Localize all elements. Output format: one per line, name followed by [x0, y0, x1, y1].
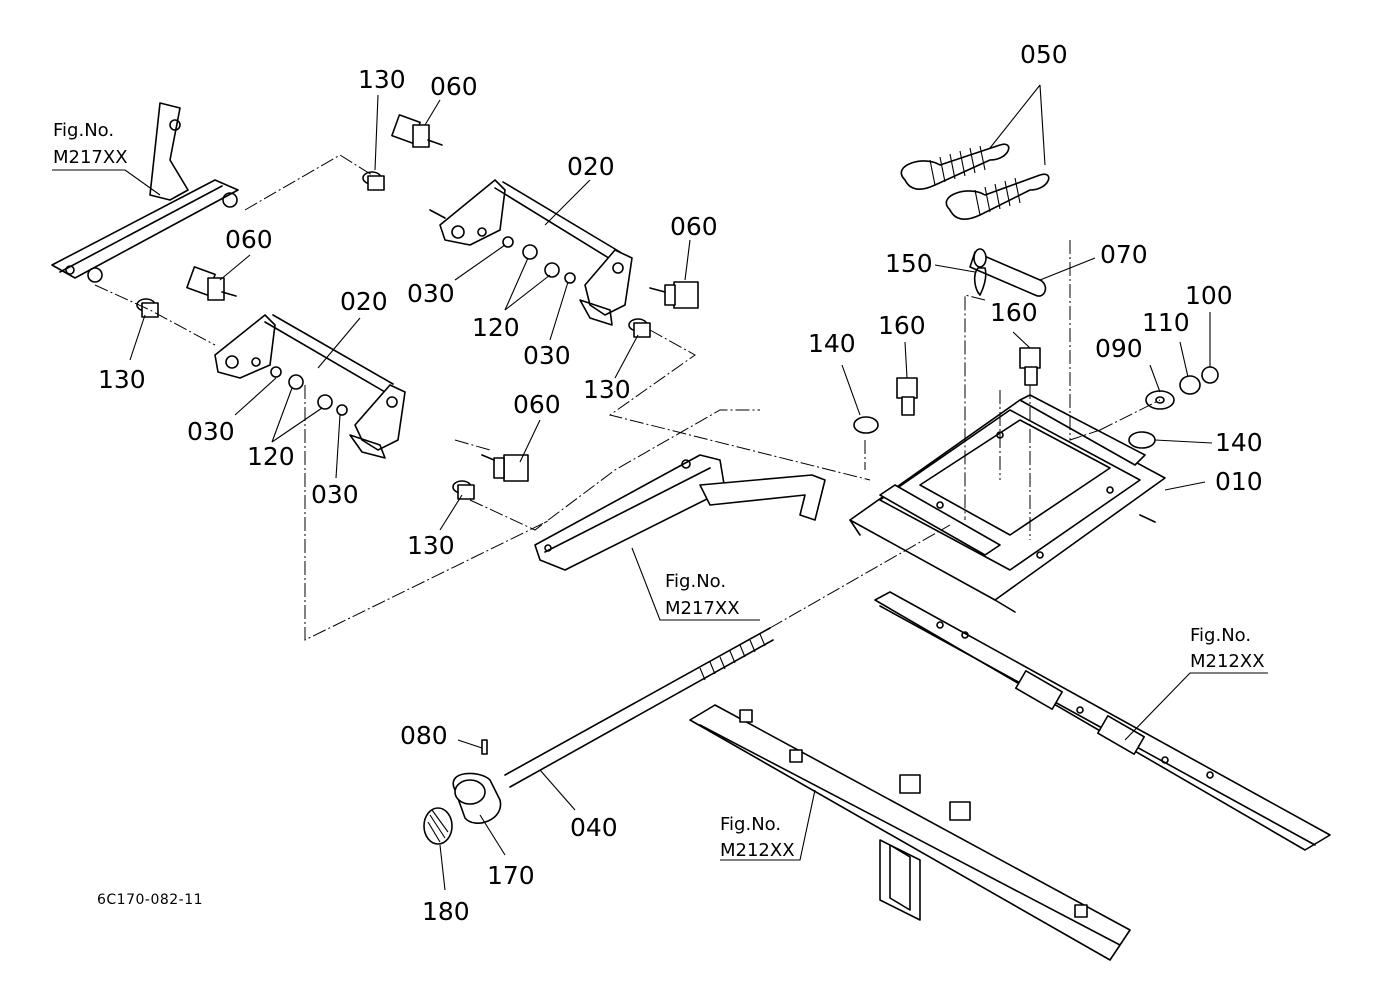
label-010: 010: [1215, 467, 1263, 496]
bushing-130-group: [136, 171, 651, 500]
label-080: 080: [400, 721, 448, 750]
label-030-b: 030: [523, 341, 571, 370]
centerlines: [94, 154, 1161, 641]
drawing-code: 6C170-082-11: [97, 892, 203, 908]
label-130-left: 130: [98, 365, 146, 394]
fig-ref-middle-line1: Fig.No.: [665, 571, 726, 592]
label-090: 090: [1095, 334, 1143, 363]
label-070: 070: [1100, 240, 1148, 269]
fig-ref-top-left-line2: M217XX: [53, 147, 128, 168]
pin-070: [969, 248, 1047, 297]
label-060-top: 060: [430, 72, 478, 101]
label-130-right: 130: [583, 375, 631, 404]
fig-ref-middle-line2: M217XX: [665, 598, 740, 619]
label-140-a: 140: [808, 329, 856, 358]
label-020-lower: 020: [340, 287, 388, 316]
fig-m212xx-rail-bottom: [689, 704, 1131, 961]
washers-090-110-100: [1145, 366, 1219, 410]
label-030-a: 030: [407, 279, 455, 308]
bolt-060-right: [649, 281, 699, 309]
label-030-d: 030: [311, 480, 359, 509]
fig-m217xx-bracket-middle: [534, 454, 826, 571]
label-110: 110: [1142, 308, 1190, 337]
bolt-060-left: [186, 266, 237, 301]
label-060-lower: 060: [513, 390, 561, 419]
rod-040: [504, 627, 774, 788]
label-030-c: 030: [187, 417, 235, 446]
label-120-b: 120: [247, 442, 295, 471]
label-180: 180: [422, 897, 470, 926]
fig-ref-bottom-line1: Fig.No.: [720, 814, 781, 835]
fig-ref-bottom-line2: M212XX: [720, 840, 795, 861]
springs-050: [900, 143, 1050, 220]
caps-140: [853, 416, 1156, 449]
figure-references: Fig.No. M217XX Fig.No. M217XX Fig.No. M2…: [53, 120, 1265, 861]
label-170: 170: [487, 861, 535, 890]
label-060-right: 060: [670, 212, 718, 241]
base-frame-010: [849, 394, 1166, 613]
fig-ref-right-line2: M212XX: [1190, 651, 1265, 672]
label-140-b: 140: [1215, 428, 1263, 457]
bolt-060-upper: [391, 114, 443, 148]
knob-170: [452, 772, 502, 824]
leader-lines: [52, 84, 1268, 891]
fig-m217xx-bracket-top: [51, 102, 239, 283]
label-150: 150: [885, 249, 933, 278]
lever-assembly-lower: [214, 314, 406, 459]
label-130-top: 130: [358, 65, 406, 94]
bolt-160-group: [896, 347, 1041, 416]
label-160-a: 160: [878, 311, 926, 340]
fig-ref-top-left-line1: Fig.No.: [53, 120, 114, 141]
part-number-labels: 130 060 020 060 060 030 020 120 030 130 …: [98, 40, 1263, 926]
label-160-b: 160: [990, 298, 1038, 327]
label-040: 040: [570, 813, 618, 842]
cap-180: [423, 807, 453, 845]
label-120-a: 120: [472, 313, 520, 342]
label-100: 100: [1185, 281, 1233, 310]
label-050: 050: [1020, 40, 1068, 69]
label-130-lower: 130: [407, 531, 455, 560]
lever-assembly-upper: [429, 179, 633, 326]
fig-m212xx-rail-right: [874, 591, 1331, 851]
bolt-060-lower: [481, 454, 529, 482]
cotter-pin-150: [973, 267, 987, 296]
label-060-left: 060: [225, 225, 273, 254]
fig-ref-right-line1: Fig.No.: [1190, 625, 1251, 646]
pin-080: [481, 739, 488, 755]
label-020-upper: 020: [567, 152, 615, 181]
